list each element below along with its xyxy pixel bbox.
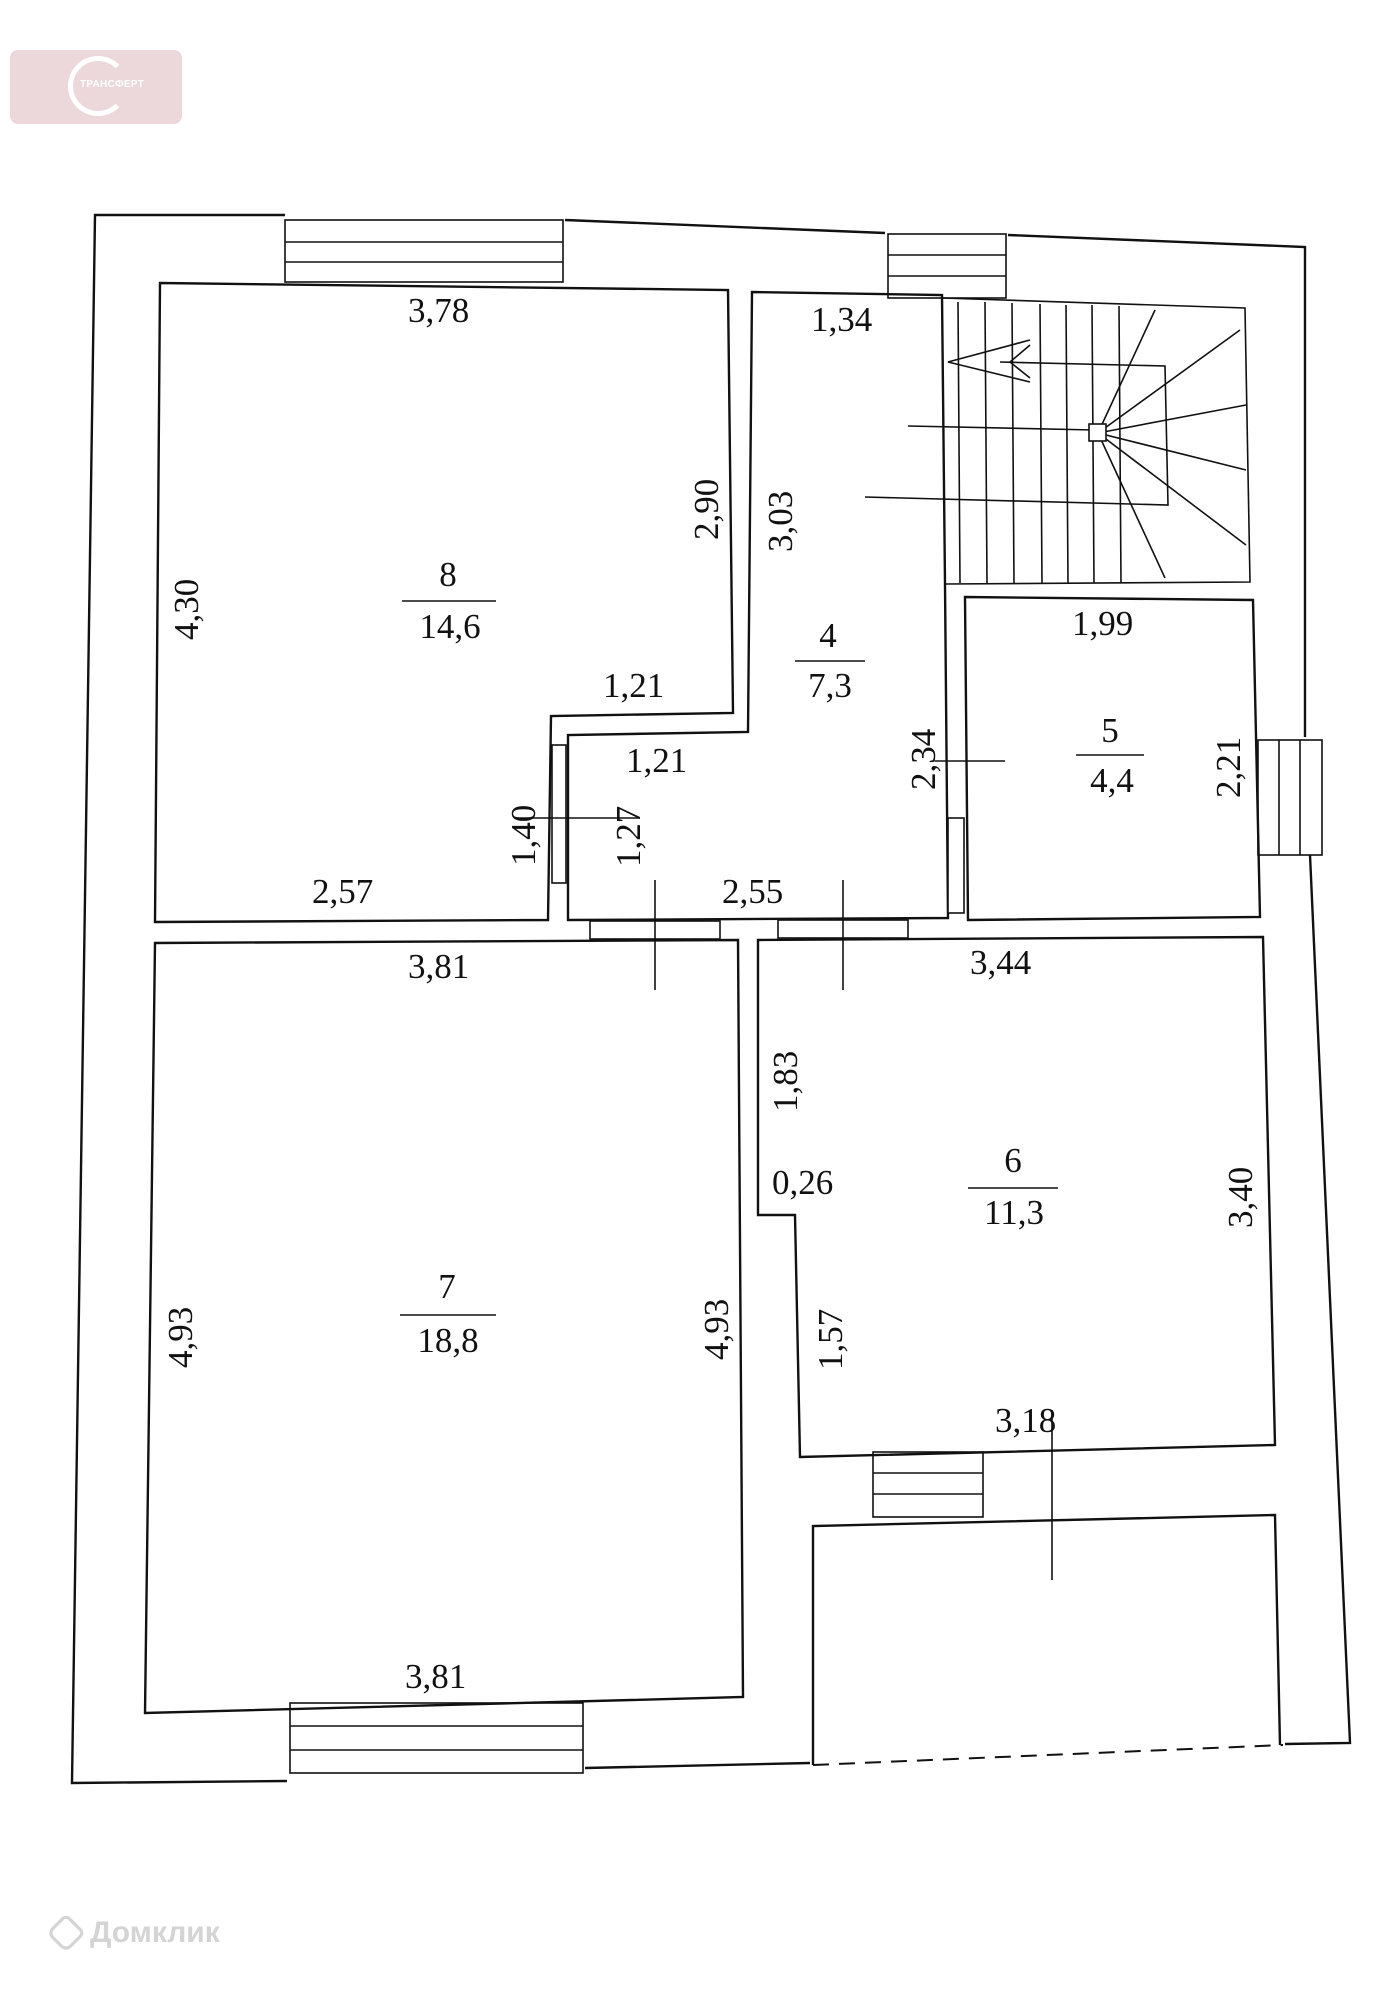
exterior-walls — [70, 213, 1352, 1785]
room-8-outline — [153, 281, 735, 924]
dim-label: 1,99 — [1072, 604, 1133, 643]
room-number: 8 — [439, 555, 457, 594]
dim-label: 2,21 — [1209, 737, 1248, 798]
staircase — [864, 297, 1251, 585]
room-area: 18,8 — [417, 1321, 478, 1360]
dim-label: 1,34 — [811, 300, 872, 339]
room-area: 4,4 — [1090, 761, 1134, 800]
dim-label: 3,40 — [1221, 1167, 1260, 1228]
room-number: 4 — [819, 616, 837, 655]
dim-label: 1,83 — [766, 1051, 805, 1112]
window-right — [1257, 739, 1323, 856]
window-top-stair — [887, 233, 1007, 299]
dim-label: 4,93 — [161, 1307, 200, 1368]
room-area: 7,3 — [808, 666, 852, 705]
house-icon — [46, 1913, 86, 1953]
company-logo: ТРАНСФЕРТ — [10, 50, 182, 124]
room-7-outline — [143, 938, 745, 1715]
window-bottom-room6 — [872, 1451, 984, 1518]
room-number: 7 — [438, 1267, 456, 1306]
dim-label: 1,21 — [603, 666, 664, 705]
dim-label: 3,44 — [970, 943, 1031, 982]
logo-ring-icon — [68, 56, 128, 116]
dim-label: 0,26 — [772, 1163, 833, 1202]
dim-label: 1,21 — [626, 741, 687, 780]
dim-label: 2,57 — [312, 872, 373, 911]
dim-label: 1,57 — [811, 1309, 850, 1370]
dim-label: 4,30 — [167, 579, 206, 640]
dim-label: 4,93 — [697, 1299, 736, 1360]
room-6-outline — [756, 935, 1277, 1459]
room-label-5: 5 4,4 — [1076, 711, 1144, 800]
dim-label: 2,90 — [687, 479, 726, 540]
window-bottom-left — [289, 1702, 584, 1774]
room-label-6: 6 11,3 — [968, 1141, 1058, 1232]
logo-text: ТРАНСФЕРТ — [80, 79, 145, 90]
dim-label: 3,03 — [761, 491, 800, 552]
room-number: 5 — [1101, 711, 1119, 750]
dim-label: 1,40 — [504, 805, 543, 866]
terrace — [811, 1513, 1284, 1766]
dim-label: 3,81 — [405, 1657, 466, 1696]
watermark: Домклик — [46, 1913, 220, 1953]
room-label-4: 4 7,3 — [795, 616, 865, 705]
room-5-outline — [963, 595, 1262, 922]
dim-label: 3,18 — [995, 1401, 1056, 1440]
window-top-left — [284, 219, 564, 283]
room-number: 6 — [1004, 1141, 1022, 1180]
dim-label: 2,34 — [904, 729, 943, 790]
room-label-8: 8 14,6 — [402, 555, 496, 646]
dim-label: 2,55 — [722, 872, 783, 911]
dim-label: 1,27 — [609, 806, 648, 867]
section-lines — [515, 760, 1053, 1580]
room-label-7: 7 18,8 — [400, 1267, 496, 1360]
watermark-text: Домклик — [90, 1916, 220, 1949]
dim-label: 3,78 — [408, 291, 469, 330]
dim-label: 3,81 — [408, 947, 469, 986]
room-area: 14,6 — [419, 607, 480, 646]
room-area: 11,3 — [984, 1193, 1044, 1232]
room-4-outline — [566, 290, 950, 922]
